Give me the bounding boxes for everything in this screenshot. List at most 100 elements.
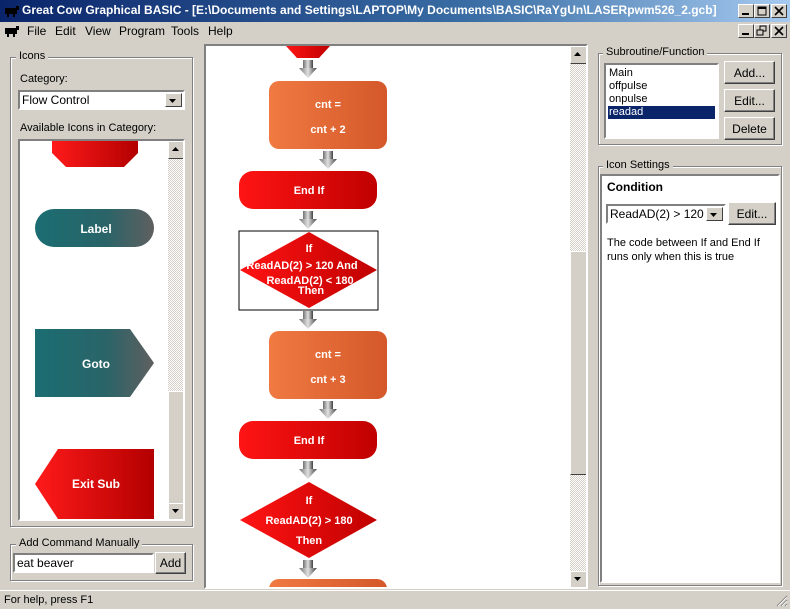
flow-arrow-2 [319,151,337,169]
if-block-1[interactable] [240,232,377,308]
chevron-up-icon [172,147,179,151]
subroutine-item-readad[interactable]: readad [608,106,715,119]
label-icon-text: Label [80,222,111,236]
subroutine-item-offpulse[interactable]: offpulse [609,80,648,92]
add-command-label: Add Command Manually [16,537,143,549]
close-button[interactable] [771,4,787,18]
scroll-down-button[interactable] [570,571,586,587]
status-bar: For help, press F1 [0,590,790,609]
edit-condition-button[interactable]: Edit... [728,202,776,225]
menu-file[interactable]: File [27,24,47,38]
document-icon[interactable] [4,24,20,38]
menu-tools[interactable]: Tools [171,24,200,38]
category-value: Flow Control [22,93,90,107]
icon-settings-group [598,166,782,586]
menu-bar: File Edit View Program Tools Help [0,22,790,40]
icon-palette: Label Goto Exit Sub [35,141,154,519]
menu-edit[interactable]: Edit [55,24,76,38]
command-input[interactable]: eat beaver [13,553,154,573]
delete-subroutine-button[interactable]: Delete [724,117,775,140]
chevron-down-icon [574,577,581,581]
condition-value: ReadAD(2) > 120 A [610,207,715,221]
icons-group [10,57,193,527]
command-input-value: eat beaver [17,556,74,570]
if-1-line1: If [306,243,313,255]
subroutine-list[interactable]: Main offpulse onpulse readad [604,63,719,139]
chevron-down-icon [710,213,717,217]
subroutine-item-main[interactable]: Main [609,67,633,79]
menu-program[interactable]: Program [119,24,166,38]
chevron-up-icon [574,52,581,56]
mdi-close-button[interactable] [771,24,787,38]
label-icon[interactable] [35,209,154,247]
if-1-line3: ReadAD(2) < 180 [266,275,353,287]
endif-block-1[interactable] [239,171,377,209]
end-icon-partial[interactable] [52,141,138,167]
app-icon[interactable] [4,4,20,18]
subroutine-group-label: Subroutine/Function [603,46,708,58]
window-title: Great Cow Graphical BASIC - [E:\Document… [22,3,717,17]
minimize-icon [742,13,749,15]
icons-list-scrollbar[interactable] [168,141,183,519]
maximize-icon [757,6,767,16]
maximize-button[interactable] [754,4,770,18]
available-icons-label: Available Icons in Category: [20,122,157,134]
mdi-restore-button[interactable] [754,24,770,38]
category-select[interactable]: Flow Control [18,90,185,110]
icon-settings-group-label: Icon Settings [603,159,673,171]
condition-dropdown-button[interactable] [706,207,723,221]
title-bar [0,0,790,22]
if-2-line2: ReadAD(2) > 180 [265,515,352,527]
assign-2-line1: cnt = [315,349,341,361]
available-icons-list[interactable]: Label Goto Exit Sub [18,139,185,521]
close-icon [774,26,784,36]
endif-block-2[interactable] [239,421,377,459]
flow-arrow-5 [319,401,337,419]
flowchart-scrollbar[interactable] [570,46,586,587]
flow-block-partial-top[interactable] [286,46,330,58]
category-dropdown-button[interactable] [165,93,182,107]
flow-arrow-6 [299,461,317,479]
assign-1-line1: cnt = [315,99,341,111]
add-command-button[interactable]: Add [155,552,186,574]
endif-2-label: End If [294,435,325,447]
chevron-down-icon [172,509,179,513]
minimize-icon [742,33,749,35]
edit-subroutine-button[interactable]: Edit... [724,89,775,112]
flow-block-partial-bottom[interactable] [269,579,387,587]
category-label: Category: [20,73,68,85]
exit-sub-icon-text: Exit Sub [72,477,120,491]
flowchart-canvas[interactable]: cnt = cnt + 2 End If If ReadAD(2) > 120 … [204,44,588,589]
minimize-button[interactable] [738,4,754,18]
endif-1-label: End If [294,185,325,197]
if-block-2[interactable] [240,482,377,558]
assign-block-2[interactable] [269,331,387,399]
if-1-line4: Then [298,285,325,297]
scroll-up-button[interactable] [570,46,586,64]
condition-description: The code between If and End If runs only… [607,237,760,263]
scroll-down-button[interactable] [168,503,183,519]
flow-arrow-3 [299,211,317,229]
condition-select[interactable]: ReadAD(2) > 120 A [606,204,726,224]
exit-sub-icon[interactable] [35,449,154,519]
mdi-minimize-button[interactable] [738,24,754,38]
assign-block-1[interactable] [269,81,387,149]
restore-icon [756,25,767,36]
flow-arrow-4 [299,311,317,329]
if-1-line2: ReadAD(2) > 120 And [246,260,357,272]
icon-settings-panel: Condition ReadAD(2) > 120 A Edit... The … [600,174,780,583]
subroutine-item-onpulse[interactable]: onpulse [609,93,648,105]
add-subroutine-button[interactable]: Add... [724,61,775,84]
goto-icon[interactable] [35,329,154,397]
scroll-up-button[interactable] [168,141,183,159]
scroll-thumb[interactable] [570,251,586,475]
flow-arrow-1 [299,60,317,78]
menu-help[interactable]: Help [208,24,233,38]
menu-view[interactable]: View [85,24,111,38]
goto-icon-text: Goto [82,357,110,371]
resize-grip-icon[interactable] [774,593,788,607]
icons-group-label: Icons [16,50,49,62]
condition-heading: Condition [607,180,663,194]
close-icon [774,6,784,16]
scroll-thumb[interactable] [168,391,183,505]
